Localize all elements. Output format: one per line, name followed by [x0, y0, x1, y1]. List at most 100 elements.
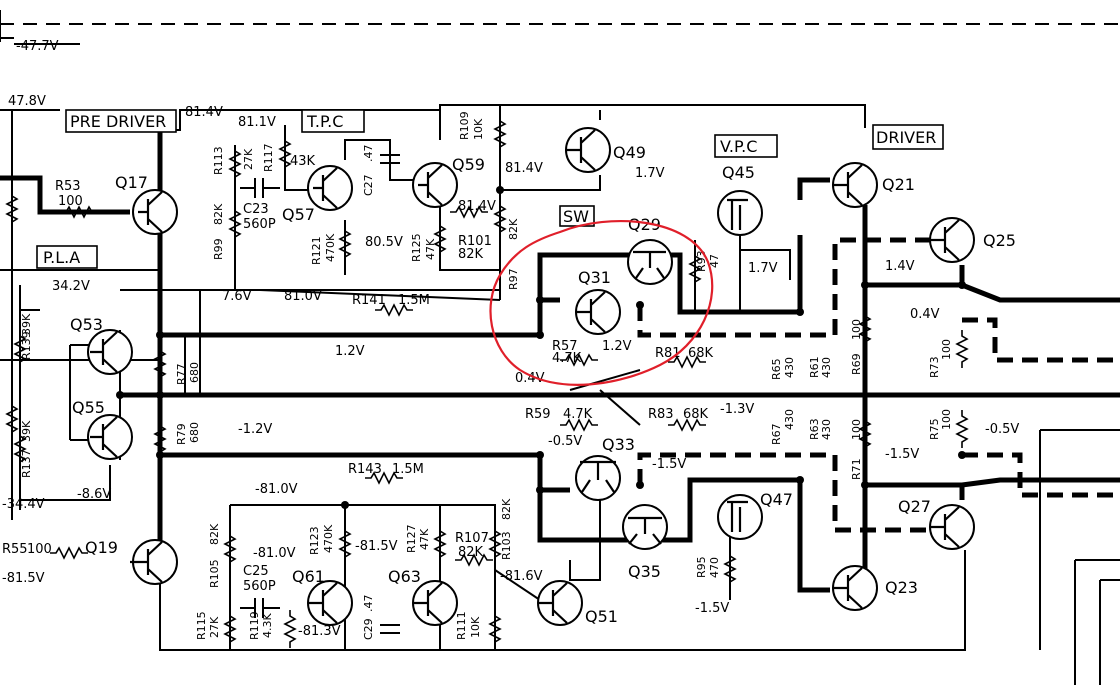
resistor-label: R97	[507, 268, 520, 290]
q51-label: Q51	[585, 607, 618, 626]
q47-label: Q47	[760, 490, 793, 509]
resistor-label: R55	[2, 542, 28, 557]
resistor-value: 43K	[290, 154, 316, 169]
capacitor-value: .47	[362, 145, 375, 163]
transistor-q53	[87, 329, 133, 375]
resistor-value: 10K	[472, 118, 485, 140]
resistor-value: 47	[708, 254, 721, 268]
transistor-q45	[717, 190, 763, 236]
resistor-value: 82K	[212, 203, 225, 225]
resistor-label: R115	[195, 611, 208, 640]
resistor-value: 1.5M	[398, 293, 430, 308]
transistor-q19	[130, 539, 178, 585]
resistor-label: R63	[808, 418, 821, 440]
resistor-label: R95	[695, 556, 708, 578]
resistor-label: R143	[348, 462, 382, 477]
resistor-value: 100	[850, 319, 863, 340]
resistor-value: 430	[820, 419, 833, 440]
transistor-labels: Q17 Q19 Q21 Q23 Q25 Q27 Q29 Q31 Q33 Q35 …	[70, 143, 1016, 626]
resistor-value: 4.3K	[261, 613, 274, 638]
voltage-labels: 47.8V 81.4V 81.1V 81.4V 81.4V 80.5V 1.7V…	[2, 94, 1019, 639]
transistor-q31	[575, 289, 621, 335]
voltage-label: -0.5V	[548, 434, 582, 449]
voltage-label: -8.6V	[77, 487, 111, 502]
resistor-value: 82K	[458, 545, 484, 560]
resistor-value: 47K	[418, 528, 431, 550]
voltage-label: -81.3V	[298, 624, 341, 639]
resistor-value: 39K	[20, 420, 33, 442]
voltage-label: 34.2V	[52, 279, 90, 294]
resistor-label: R113	[212, 146, 225, 175]
resistor-label: R109	[458, 111, 471, 140]
resistor-label: R75	[928, 418, 941, 440]
q29-label: Q29	[628, 215, 661, 234]
resistor-label: R121	[310, 236, 323, 265]
transistor-q25	[929, 217, 975, 263]
resistor-label: R117	[262, 143, 275, 172]
resistor-label: R71	[850, 458, 863, 480]
transistor-q47	[717, 494, 763, 540]
voltage-label: 47.8V	[8, 94, 46, 109]
q25-label: Q25	[983, 231, 1016, 250]
capacitor-value: .47	[362, 595, 375, 613]
resistor-value: 470	[708, 557, 721, 578]
voltage-label: -81.5V	[2, 571, 45, 586]
transistor-q63	[412, 580, 458, 626]
q55-label: Q55	[72, 398, 105, 417]
resistor-label: R105	[208, 559, 221, 588]
transistor-q33	[575, 455, 621, 501]
junctions	[116, 186, 966, 509]
voltage-label: -1.5V	[695, 601, 729, 616]
resistor-value: 100	[940, 339, 953, 360]
transistor-q23	[832, 565, 878, 611]
resistor-value: 47K	[424, 238, 437, 260]
sw-label: SW	[563, 207, 589, 226]
transistor-q17	[132, 189, 178, 235]
resistor-label: R69	[850, 353, 863, 375]
voltage-label: 0.4V	[515, 371, 545, 386]
q19-label: Q19	[85, 538, 118, 557]
voltage-label: -81.6V	[500, 569, 543, 584]
block-labels: PRE DRIVER T.P.C V.P.C DRIVER P.L.A SW	[36, 109, 944, 269]
capacitor-label: C25	[243, 564, 269, 579]
resistor-label: R99	[212, 238, 225, 260]
resistor-value: 100	[27, 542, 52, 557]
resistor-value: 39K	[20, 313, 33, 335]
resistor-value: 430	[783, 409, 796, 430]
voltage-label: 81.4V	[185, 105, 223, 120]
voltage-label: 1.4V	[885, 259, 915, 274]
resistor-value: 430	[783, 357, 796, 378]
resistor-value: 82K	[208, 523, 221, 545]
capacitor-value: 560P	[243, 579, 276, 594]
resistor-label: R103	[500, 531, 513, 560]
transistor-q29	[627, 239, 673, 285]
resistor-label: R77	[175, 363, 188, 385]
resistor-value: 68K	[683, 407, 709, 422]
resistor-label: R59	[525, 407, 551, 422]
transistor-q51	[537, 580, 583, 626]
resistor-value: 10K	[469, 616, 482, 638]
voltage-label: 1.7V	[748, 261, 778, 276]
resistor-label: R73	[928, 356, 941, 378]
transistor-q21	[832, 162, 878, 208]
resistor-value: 430	[820, 357, 833, 378]
resistor-value: 27K	[208, 616, 221, 638]
voltage-label: 80.5V	[365, 235, 403, 250]
voltage-label: 81.4V	[458, 199, 496, 214]
pla-label: P.L.A	[43, 248, 80, 267]
q35-label: Q35	[628, 562, 661, 581]
resistor-value: 82K	[507, 218, 520, 240]
voltage-label: 81.4V	[505, 161, 543, 176]
resistor-value: 4.7K	[563, 407, 593, 422]
resistor-label: R125	[410, 233, 423, 262]
q61-label: Q61	[292, 567, 325, 586]
q17-label: Q17	[115, 173, 148, 192]
resistor-label: R101	[458, 234, 492, 249]
resistor-label: R83	[648, 407, 674, 422]
resistor-value: 470K	[322, 524, 335, 553]
tpc-label: T.P.C	[306, 112, 343, 131]
voltage-label: -47.7V	[16, 39, 59, 54]
vpc-label: V.P.C	[720, 137, 757, 156]
resistor-value: 680	[188, 362, 201, 383]
